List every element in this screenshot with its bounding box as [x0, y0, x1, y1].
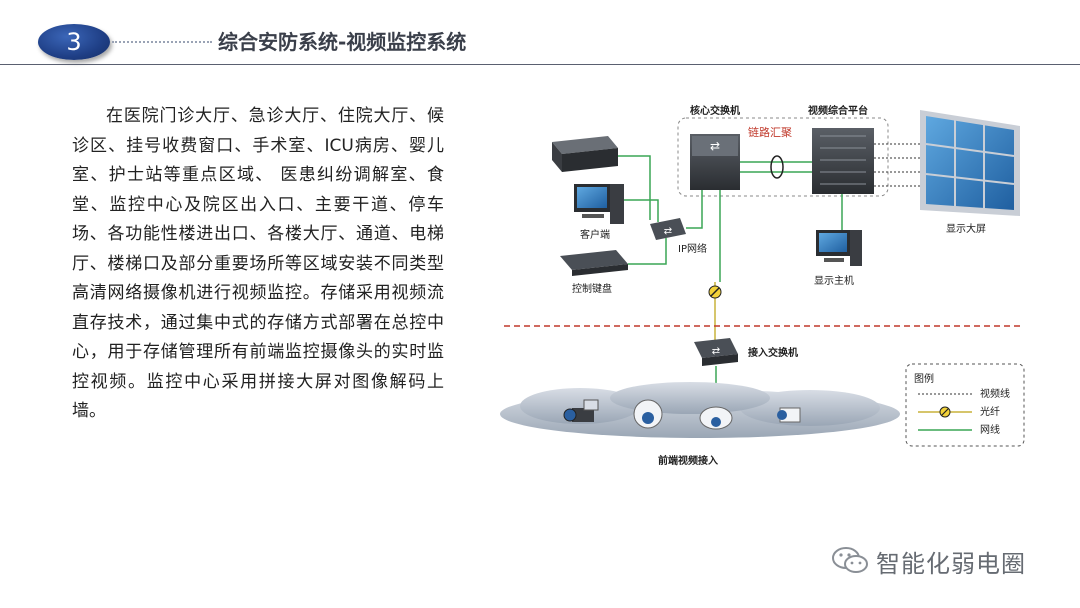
fiber-marker: [708, 285, 722, 299]
dome-camera-icon-1: [633, 399, 663, 429]
client-pc: [574, 184, 624, 224]
ip-network-label: IP网络: [678, 242, 707, 255]
network-diagram: ⇄ 核心交换机 链路汇聚 视频综合平台 显示大屏: [500, 104, 1025, 467]
slide-header: 3 综合安防系统-视频监控系统: [0, 0, 1080, 70]
front-end-label: 前端视频接入: [658, 454, 718, 467]
storage-device: [552, 136, 618, 172]
svg-text:⇄: ⇄: [712, 346, 720, 357]
dome-camera-icon-2: [699, 406, 733, 430]
aggregation-ellipse: [770, 155, 784, 179]
ip-network-switch: ⇄: [650, 218, 686, 240]
header-dotted-connector: [112, 41, 212, 43]
watermark-text: 智能化弱电圈: [876, 550, 1026, 578]
legend-network-line-label: 网线: [980, 423, 1000, 436]
slide-title: 综合安防系统-视频监控系统: [218, 30, 467, 54]
access-switch-label: 接入交换机: [748, 346, 798, 359]
section-number-badge: 3: [38, 24, 110, 60]
access-switch-device: ⇄: [694, 338, 738, 366]
watermark: 智能化弱电圈: [830, 540, 1050, 580]
legend-fiber-label: 光纤: [980, 405, 1000, 418]
link-aggregation-label: 链路汇聚: [748, 125, 792, 139]
front-end-cloud: [500, 382, 900, 438]
svg-text:⇄: ⇄: [664, 226, 672, 237]
description-paragraph: 在医院门诊大厅、急诊大厅、住院大厅、候诊区、挂号收费窗口、手术室、ICU病房、婴…: [72, 106, 444, 421]
display-host-label: 显示主机: [814, 274, 854, 287]
box-camera-icon: [563, 399, 599, 422]
bullet-camera-icon: [777, 407, 801, 423]
svg-text:⇄: ⇄: [710, 139, 720, 153]
legend-title: 图例: [914, 372, 934, 385]
wechat-icon: [832, 547, 868, 573]
header-rule: [0, 64, 1080, 65]
network-lines: [618, 155, 843, 282]
display-wall-label: 显示大屏: [946, 222, 986, 235]
display-host-pc: [816, 230, 862, 266]
legend-box: [905, 363, 1025, 447]
core-switch-device: ⇄: [690, 134, 740, 190]
control-keyboard-label: 控制键盘: [572, 282, 612, 295]
control-keyboard: [560, 250, 628, 276]
video-platform-device: [812, 128, 874, 194]
core-switch-label: 核心交换机: [690, 104, 740, 117]
client-label: 客户端: [580, 228, 610, 241]
display-wall-device: [920, 110, 1020, 216]
legend-fiber-marker: [939, 406, 951, 418]
core-zone-box: [677, 117, 889, 197]
platform-label: 视频综合平台: [808, 104, 868, 117]
legend-video-line-label: 视频线: [980, 387, 1010, 400]
